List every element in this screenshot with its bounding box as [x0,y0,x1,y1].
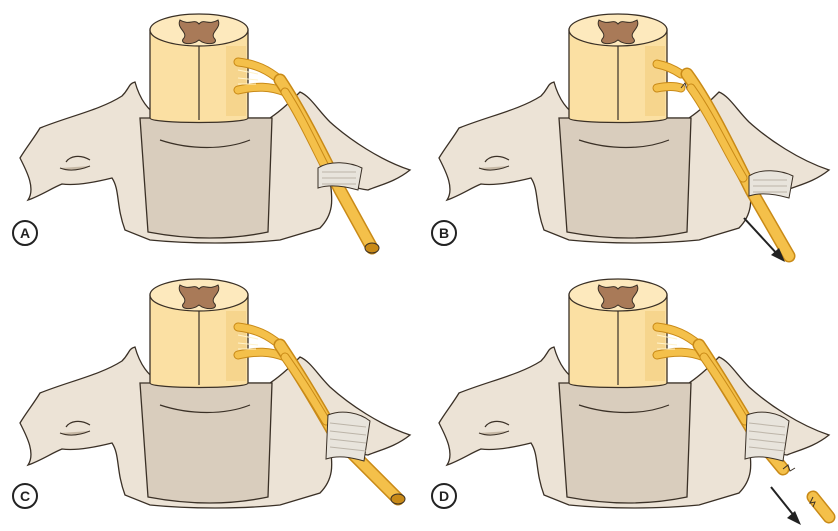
panel-a-label: A [12,220,38,246]
panel-d-illustration [419,265,838,530]
panel-c: C [0,265,419,530]
panel-d-label: D [431,483,457,509]
panel-b: B [419,0,838,265]
panel-b-label: B [431,220,457,246]
spinal-cord [569,279,667,388]
panel-c-label: C [12,483,38,509]
spinal-cord [150,279,248,388]
panel-c-illustration [0,265,419,530]
panel-d: D [419,265,838,530]
spinal-cord [569,14,667,123]
panel-b-illustration [419,0,838,265]
panel-a: A [0,0,419,265]
panel-a-illustration [0,0,419,265]
spinal-cord [150,14,248,123]
traction-arrow [771,487,801,525]
